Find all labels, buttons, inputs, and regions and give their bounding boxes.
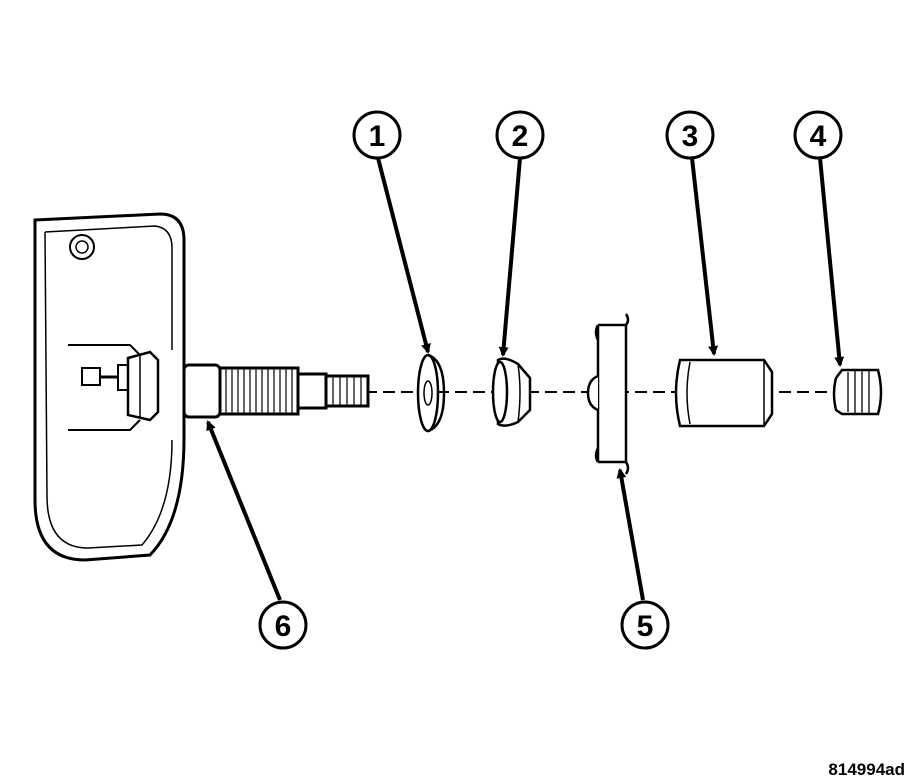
part-nut <box>674 358 774 428</box>
leader-arrow-3 <box>690 157 719 356</box>
leader-arrow-2 <box>498 157 522 357</box>
callout-label-5: 5 <box>637 610 654 643</box>
stem-threads <box>218 366 300 416</box>
callout-label-1: 1 <box>369 120 386 153</box>
leader-arrow-6 <box>206 420 282 601</box>
leader-arrow-5 <box>616 468 645 601</box>
part-valve-cap <box>832 368 883 416</box>
callout-label-4: 4 <box>810 120 827 153</box>
callout-circle-3 <box>665 110 715 160</box>
stem-hex-nut <box>126 350 160 422</box>
leader-arrow-4 <box>818 157 845 367</box>
part-wheel-rim <box>586 313 630 475</box>
sensor-housing <box>33 212 186 562</box>
part-washer <box>416 353 446 433</box>
callout-circle-5 <box>620 600 670 650</box>
sensor-assembly <box>33 212 370 562</box>
callout-circle-4 <box>793 110 843 160</box>
stem-collar <box>182 363 222 419</box>
callout-circle-6 <box>258 600 308 650</box>
callout-label-6: 6 <box>275 610 292 643</box>
figure-reference-code: 814994ad <box>828 760 905 779</box>
callout-circle-1 <box>352 110 402 160</box>
callout-circle-2 <box>495 110 545 160</box>
leader-arrow-1 <box>376 157 431 354</box>
callout-label-2: 2 <box>512 120 529 153</box>
part-grommet <box>491 357 532 427</box>
callout-label-3: 3 <box>682 120 699 153</box>
